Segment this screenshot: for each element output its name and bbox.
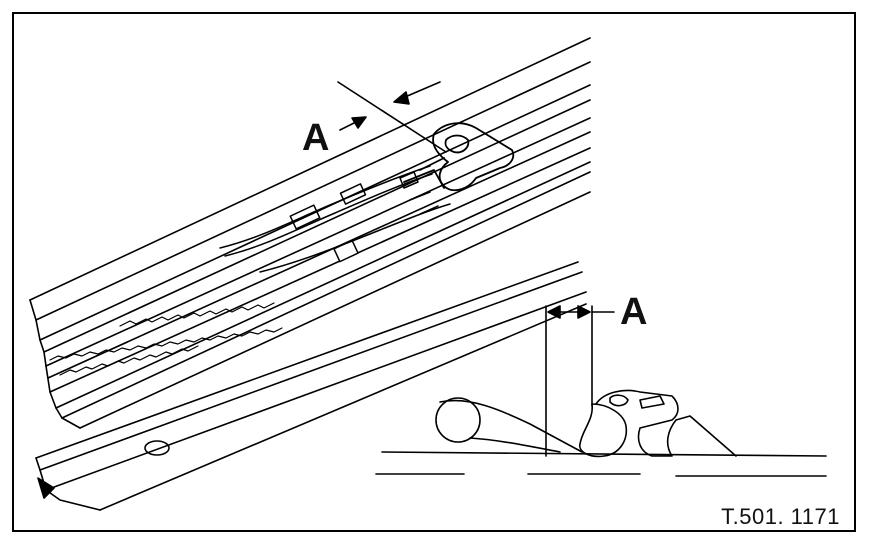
dimension-a-top [337,81,447,153]
figure-reference: T.501. 1171 [721,504,840,529]
cross-section-detail [375,305,827,477]
locking-latch [403,122,515,192]
serrated-locking-strip [49,302,283,376]
cable-and-clips [219,165,451,273]
seat-rail-assembly [29,37,591,511]
dimension-label-detail: A [620,291,647,333]
figure-frame [12,12,856,532]
dimension-label-top: A [302,117,329,159]
